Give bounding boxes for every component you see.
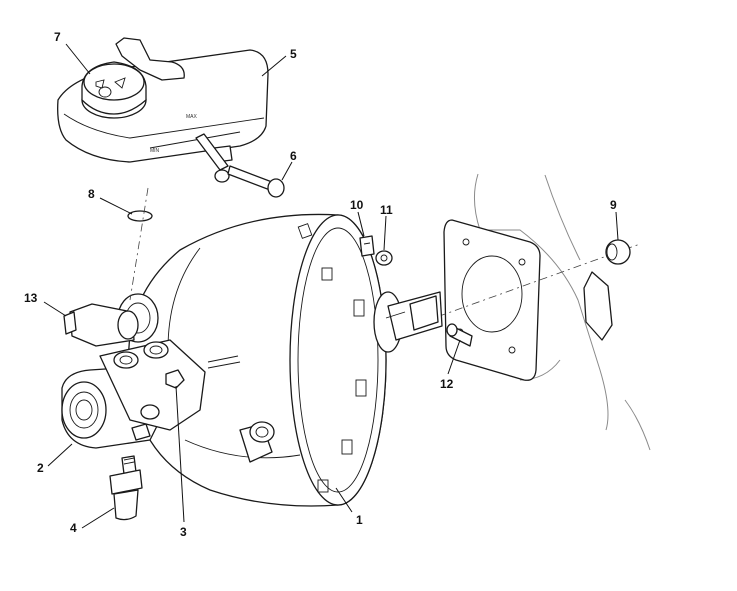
reservoir-screw: [227, 165, 285, 198]
vacuum-check-valve: [239, 421, 275, 463]
pressure-switch: [63, 303, 139, 347]
callout-4: 4: [70, 521, 77, 535]
callout-11: 11: [380, 203, 393, 217]
callout-2: 2: [37, 461, 44, 475]
bulkhead-panel: [474, 173, 651, 451]
pushrod: [373, 291, 443, 353]
callout-13: 13: [24, 291, 38, 305]
reservoir-cap: [81, 61, 147, 119]
callout-9: 9: [610, 198, 617, 212]
brake-booster: [127, 213, 443, 507]
clevis-clip: [359, 235, 375, 257]
bulkhead-opening: [583, 271, 613, 341]
level-max-mark: MAX: [186, 114, 198, 120]
reservoir-pin: [195, 133, 230, 183]
o-ring: [127, 187, 153, 301]
callout-1: 1: [356, 513, 363, 527]
callout-5: 5: [290, 47, 297, 61]
leader-lines: [43, 43, 619, 529]
callout-10: 10: [350, 198, 364, 212]
callout-8: 8: [88, 187, 95, 201]
clevis-pin: [446, 323, 473, 347]
fluid-reservoir: MAX MIN: [57, 37, 269, 163]
callout-7: 7: [54, 30, 61, 44]
callout-labels: 1 2 3 4 5 6 7 8 9 10 11 12 13: [24, 30, 617, 539]
assembly-axis: [149, 243, 641, 421]
callout-6: 6: [290, 149, 297, 163]
washer: [375, 250, 393, 266]
mounting-plate: [443, 219, 541, 381]
master-cylinder: [61, 293, 241, 449]
mounting-nut: [165, 369, 185, 389]
grommet: [605, 239, 631, 265]
callout-12: 12: [440, 377, 454, 391]
callout-3: 3: [180, 525, 187, 539]
brake-line-fitting: [109, 455, 143, 521]
reservoir-handle: [115, 37, 185, 81]
level-min-mark: MIN: [150, 148, 160, 154]
